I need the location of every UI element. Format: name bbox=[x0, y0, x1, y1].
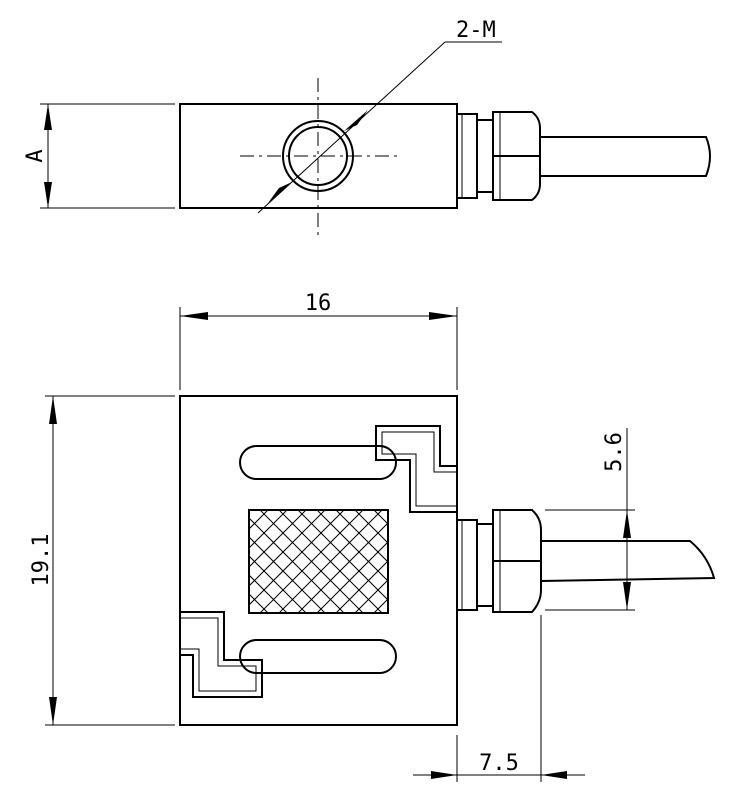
thread-hole-outer bbox=[282, 120, 354, 192]
s-slot-bottom-outer bbox=[180, 611, 263, 698]
s-slot-top-inner bbox=[381, 431, 457, 507]
dim-75-arrow-right bbox=[541, 771, 567, 779]
dim-56-label: 5.6 bbox=[602, 432, 627, 472]
hatch-line bbox=[259, 510, 364, 613]
dim-56-arrow-top bbox=[623, 510, 631, 538]
s-slot-top-outer bbox=[375, 425, 457, 513]
hatch-line bbox=[354, 579, 388, 613]
s-slot-bottom-inner bbox=[180, 617, 257, 692]
dim-a-label: A bbox=[23, 149, 48, 162]
hatch-line bbox=[249, 593, 269, 613]
dim-a-arrow-top bbox=[44, 104, 52, 130]
front-cable-fitting bbox=[456, 509, 542, 613]
slot-lower bbox=[239, 639, 397, 674]
top-view: 2-M A bbox=[23, 18, 711, 236]
dim-16-arrow-right bbox=[429, 312, 457, 320]
dim-a-arrow-bottom bbox=[44, 182, 52, 208]
hatch-line bbox=[249, 510, 269, 530]
dim-16-arrow-left bbox=[180, 312, 208, 320]
thread-arrow-2 bbox=[268, 182, 292, 203]
dim-75-label: 7.5 bbox=[479, 751, 519, 776]
hatch-line bbox=[249, 510, 250, 511]
thread-arrow-1 bbox=[344, 110, 368, 131]
top-cable bbox=[540, 136, 711, 177]
thread-callout-label: 2-M bbox=[456, 18, 496, 43]
hatch-line bbox=[393, 510, 496, 613]
strain-gauge-hatch bbox=[249, 510, 496, 613]
hatch-line bbox=[249, 574, 288, 613]
hatch-line bbox=[354, 510, 388, 544]
thread-hole-inner bbox=[288, 126, 348, 186]
front-view: 16 19.1 5.6 7.5 bbox=[29, 291, 716, 782]
dim-191-arrow-top bbox=[49, 396, 57, 424]
hatch-line bbox=[249, 510, 307, 568]
hatch-line bbox=[249, 510, 345, 606]
hatch-line bbox=[316, 541, 388, 613]
hatch-line bbox=[249, 510, 326, 587]
front-cable bbox=[540, 540, 716, 582]
hatch-line bbox=[393, 510, 496, 613]
strain-gauge bbox=[248, 509, 389, 614]
hatch-line bbox=[278, 510, 383, 613]
hatch-line bbox=[297, 522, 388, 613]
dim-56-arrow-bottom bbox=[623, 582, 631, 610]
hatch-line bbox=[249, 612, 250, 613]
dim-16-label: 16 bbox=[305, 291, 332, 316]
top-cable-fitting bbox=[456, 111, 541, 201]
dim-191-arrow-bottom bbox=[49, 697, 57, 725]
slot-upper bbox=[239, 445, 397, 480]
dim-191-label: 19.1 bbox=[29, 534, 54, 587]
dim-75-arrow-left bbox=[431, 771, 457, 779]
hatch-line bbox=[249, 510, 288, 549]
